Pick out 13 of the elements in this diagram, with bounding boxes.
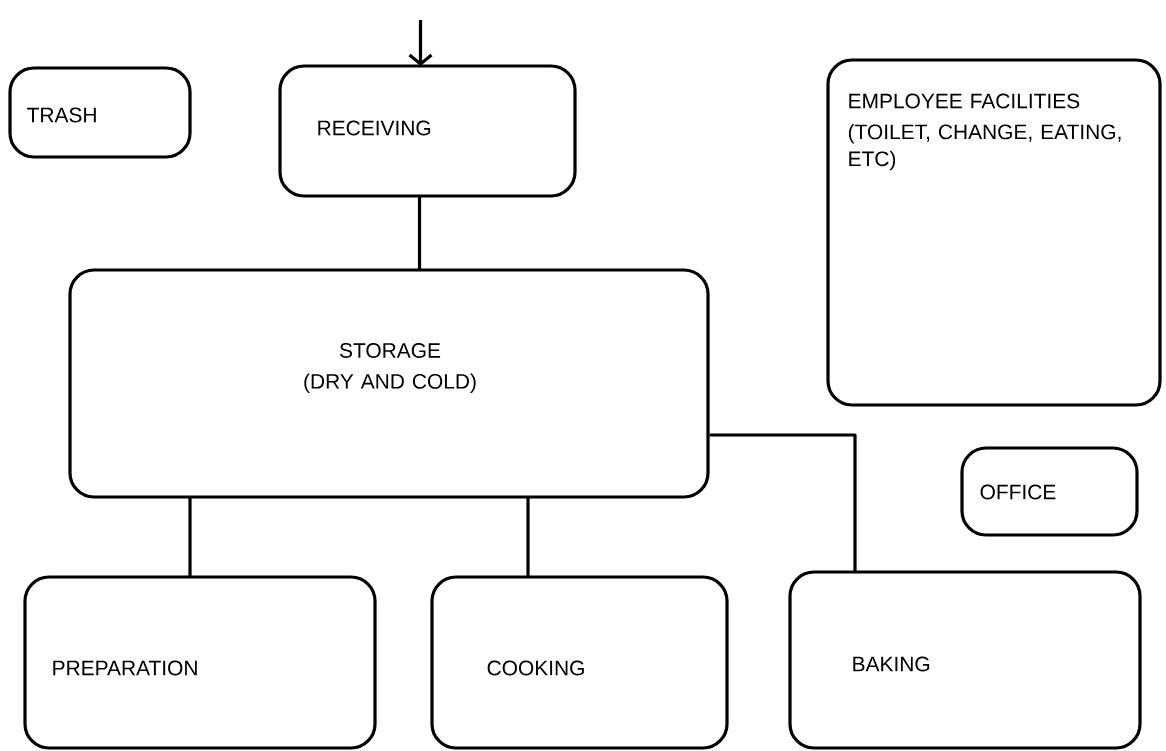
room-box: COOKING <box>430 575 729 750</box>
room-box: STORAGE (DRY AND COLD) <box>68 268 710 499</box>
connector <box>408 20 433 66</box>
connector <box>188 497 192 577</box>
room-box: EMPLOYEE FACILITIES (TOILET, CHANGE, EATING, ETC) <box>826 58 1162 407</box>
room-box: TRASH <box>8 66 192 159</box>
connector <box>417 196 422 270</box>
room-box: PREPARATION <box>23 575 377 750</box>
room-box: RECEIVING <box>278 64 577 198</box>
connector <box>526 497 530 577</box>
connector <box>709 433 857 572</box>
room-box: BAKING <box>788 570 1142 750</box>
room-box: OFFICE <box>960 446 1139 537</box>
